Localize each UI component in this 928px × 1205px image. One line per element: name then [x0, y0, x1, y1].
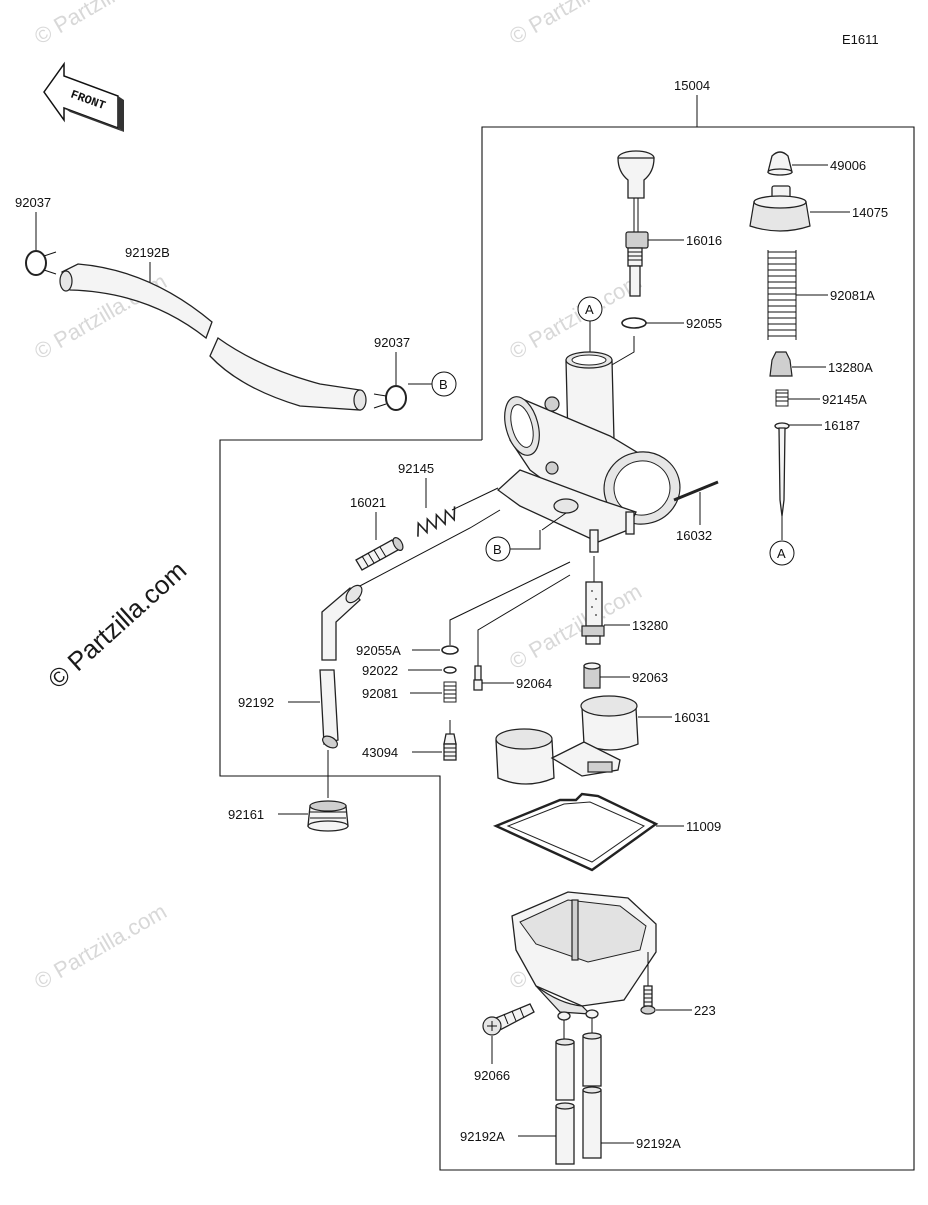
- clip-13280A: [769, 351, 826, 377]
- part-label-92022: 92022: [362, 663, 398, 678]
- watermark: © Partzilla.com: [30, 899, 171, 995]
- needle-16187: [774, 422, 822, 540]
- part-label-92037-mid: 92037: [374, 335, 410, 350]
- part-label-92192A-left: 92192A: [460, 1129, 505, 1144]
- clamp-92037-top: [25, 250, 57, 276]
- callout-a-upper: A: [577, 296, 603, 354]
- needle-jet-13280: [581, 581, 630, 645]
- part-label-92055A: 92055A: [356, 643, 401, 658]
- callout-b-carb: B: [485, 530, 541, 562]
- washer-92022: [408, 666, 457, 674]
- callout-a-label: A: [585, 302, 594, 317]
- part-label-16031: 16031: [674, 710, 710, 725]
- gasket-11009: [492, 792, 684, 872]
- spring-92081: [410, 681, 457, 703]
- top-cap-14075: [749, 185, 850, 232]
- diagram-code: E1611: [842, 32, 879, 47]
- part-label-16032: 16032: [676, 528, 712, 543]
- oring-92055A: [412, 645, 459, 655]
- part-label-16021: 16021: [350, 495, 386, 510]
- partzilla-watermark: © Partzilla.com: [42, 555, 192, 695]
- callout-b-label: B: [439, 377, 448, 392]
- watermark: © Partzilla.com: [505, 269, 646, 365]
- screw-43094: [412, 720, 457, 761]
- part-label-13280A: 13280A: [828, 360, 873, 375]
- part-label-92192: 92192: [238, 695, 274, 710]
- callout-a-lower: A: [769, 540, 795, 566]
- part-label-14075: 14075: [852, 205, 888, 220]
- part-label-92063: 92063: [632, 670, 668, 685]
- callout-a-label: A: [777, 546, 786, 561]
- part-label-16016: 16016: [686, 233, 722, 248]
- front-arrow: FRONT: [43, 61, 124, 132]
- cap-92161: [278, 800, 349, 832]
- tube-92192A-left: [518, 1038, 575, 1165]
- spring-92145A: [775, 389, 820, 407]
- hose-92192: [288, 584, 363, 749]
- part-label-13280: 13280: [632, 618, 668, 633]
- callout-b-hose: B: [408, 371, 457, 397]
- spring-92145: [417, 487, 499, 537]
- part-label-92081: 92081: [362, 686, 398, 701]
- callout-b-label: B: [493, 542, 502, 557]
- cap-49006: [767, 151, 828, 176]
- part-label-92192A-right: 92192A: [636, 1136, 681, 1151]
- part-label-43094: 43094: [362, 745, 398, 760]
- tube-92192A-right: [582, 1032, 634, 1159]
- rod-16032: [673, 480, 719, 525]
- float-bowl: [511, 891, 657, 1040]
- part-label-92064: 92064: [516, 676, 552, 691]
- part-label-92037-top: 92037: [15, 195, 51, 210]
- part-label-49006: 49006: [830, 158, 866, 173]
- oring-92055: [609, 317, 684, 367]
- part-label-16187: 16187: [824, 418, 860, 433]
- screw-92066: [482, 1003, 535, 1064]
- spring-92081A: [767, 250, 828, 340]
- assembly-frame: [219, 95, 915, 1171]
- screw-223: [640, 952, 692, 1015]
- part-label-92145: 92145: [398, 461, 434, 476]
- main-jet-92063: [583, 662, 630, 689]
- part-label-92066: 92066: [474, 1068, 510, 1083]
- jet-92064: [473, 665, 514, 691]
- part-label-92081A: 92081A: [830, 288, 875, 303]
- part-label-92192B: 92192B: [125, 245, 170, 260]
- part-label-92145A: 92145A: [822, 392, 867, 407]
- part-label-223: 223: [694, 1003, 716, 1018]
- watermark: © Partzilla.com: [505, 0, 646, 49]
- part-label-92055: 92055: [686, 316, 722, 331]
- watermark: © Partzilla.com: [30, 0, 171, 49]
- float-16031: [495, 695, 672, 785]
- part-label-11009: 11009: [686, 819, 721, 834]
- plunger-16016: [617, 150, 684, 297]
- part-label-92161: 92161: [228, 807, 264, 822]
- part-label-15004: 15004: [674, 78, 710, 93]
- clamp-92037-mid: [373, 385, 407, 411]
- carburetor-body: [496, 351, 681, 553]
- watermark: © Partzilla.com: [505, 579, 646, 675]
- hose-92192B: [59, 263, 367, 411]
- screw-16021: [355, 537, 404, 571]
